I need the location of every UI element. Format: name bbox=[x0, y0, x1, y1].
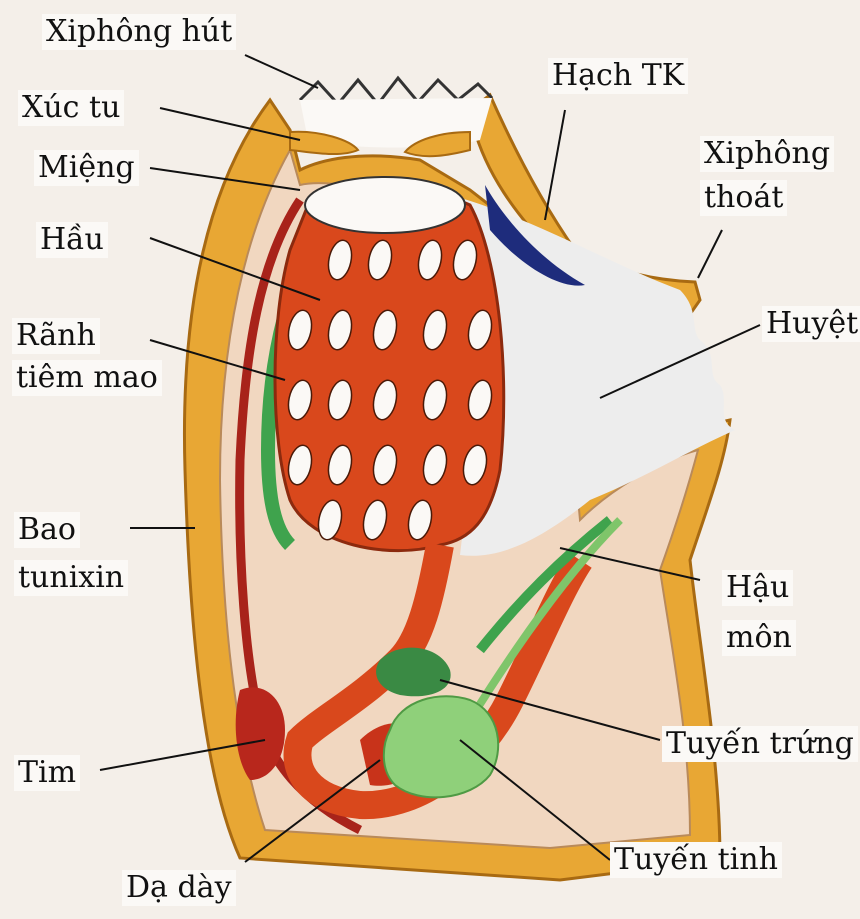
label-ciliated-groove-line1: Rãnh bbox=[12, 318, 100, 354]
testis bbox=[384, 696, 498, 797]
mouth-opening bbox=[305, 177, 465, 233]
label-pharynx: Hầu bbox=[36, 222, 108, 258]
label-anus-line1: Hậu bbox=[722, 570, 793, 606]
label-tunic-line1: Bao bbox=[14, 512, 80, 548]
label-nerve-ganglion: Hạch TK bbox=[548, 58, 688, 94]
label-ciliated-groove-line2: tiêm mao bbox=[12, 360, 162, 396]
label-anus-line2: môn bbox=[722, 620, 796, 656]
label-stomach: Dạ dày bbox=[122, 870, 236, 906]
label-tentacles: Xúc tu bbox=[18, 90, 124, 126]
label-mouth: Miệng bbox=[34, 150, 139, 186]
label-tunic-line2: tunixin bbox=[14, 560, 128, 596]
label-exhalant-siphon-line1: Xiphông bbox=[700, 136, 834, 172]
label-ovary: Tuyến trứng bbox=[662, 726, 858, 762]
label-cloaca: Huyệt bbox=[762, 306, 860, 342]
label-testis: Tuyến tinh bbox=[610, 842, 782, 878]
label-heart: Tim bbox=[14, 755, 80, 791]
label-exhalant-siphon-line2: thoát bbox=[700, 180, 787, 216]
label-inhalant-siphon: Xiphông hút bbox=[42, 14, 236, 50]
